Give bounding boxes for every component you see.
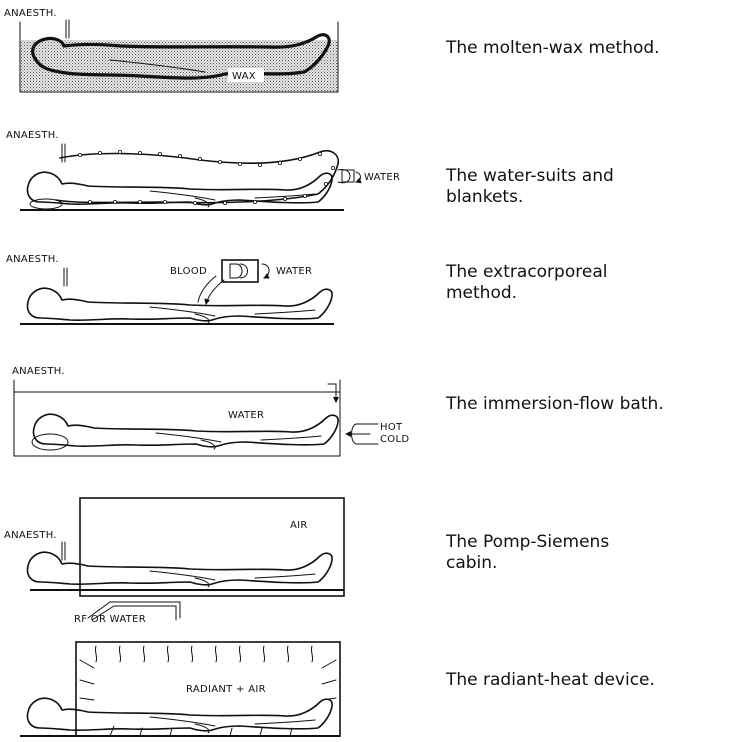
cold-label: COLD [380, 434, 409, 445]
wax-label: WAX [232, 71, 256, 82]
anaesth-label: ANAESTH. [6, 254, 59, 265]
radiant-air-label: RADIANT + AIR [186, 684, 266, 695]
heat-exchanger [222, 260, 258, 282]
caption-radiant-heat: The radiant-heat device. [446, 670, 655, 691]
water-hose [338, 169, 350, 182]
anaesth-label: ANAESTH. [4, 8, 57, 19]
caption-extracorporeal: The extracorporeal method. [446, 262, 607, 304]
water-label: WATER [364, 172, 400, 183]
patient-body [28, 288, 333, 323]
panel-extracorporeal: ANAESTH. BLOOD WATER The extracorporeal … [0, 240, 743, 340]
panel-water-suits: ANAESTH. WATER The water-suits and blank… [0, 118, 743, 218]
anaesth-label: ANAESTH. [6, 130, 59, 141]
extracorporeal-illustration: ANAESTH. BLOOD WATER [0, 240, 440, 340]
caption-water-suits: The water-suits and blankets. [446, 166, 614, 208]
immersion-flow-illustration: ANAESTH. WATER HOT COLD [0, 360, 440, 480]
hot-label: HOT [380, 422, 403, 433]
outflow-pipe [328, 384, 336, 402]
water-suit [56, 151, 338, 203]
cabin [80, 498, 344, 596]
air-label: AIR [290, 520, 308, 531]
panel-pomp-siemens: ANAESTH. AIR RF OR WATER The Pomp-Siemen… [0, 494, 743, 624]
caption-molten-wax: The molten-wax method. [446, 38, 660, 59]
water-loop [262, 264, 269, 278]
caption-pomp-siemens: The Pomp-Siemens cabin. [446, 532, 609, 574]
patient-body [28, 698, 333, 733]
pomp-siemens-illustration: ANAESTH. AIR RF OR WATER [0, 494, 440, 624]
blood-label: BLOOD [170, 266, 207, 277]
patient-body [34, 414, 339, 449]
radiant-heat-illustration: RADIANT + AIR [0, 640, 440, 740]
molten-wax-illustration: ANAESTH. WAX [0, 0, 440, 100]
pillow [30, 199, 62, 209]
water-suits-illustration: ANAESTH. WATER [0, 118, 440, 218]
patient-body [28, 552, 333, 587]
panel-immersion-flow: ANAESTH. WATER HOT COLD The immersion-fl… [0, 360, 743, 480]
blood-line [206, 280, 224, 304]
anaesth-label: ANAESTH. [12, 366, 65, 377]
anaesth-label: ANAESTH. [4, 530, 57, 541]
panel-radiant-heat: RADIANT + AIR The radiant-heat device. [0, 640, 743, 740]
rf-or-water-label: RF OR WATER [74, 614, 146, 625]
caption-immersion-flow: The immersion-flow bath. [446, 394, 664, 415]
water-label: WATER [276, 266, 312, 277]
panel-molten-wax: ANAESTH. WAX The molten-wax method. [0, 0, 743, 100]
water-label: WATER [228, 410, 264, 421]
